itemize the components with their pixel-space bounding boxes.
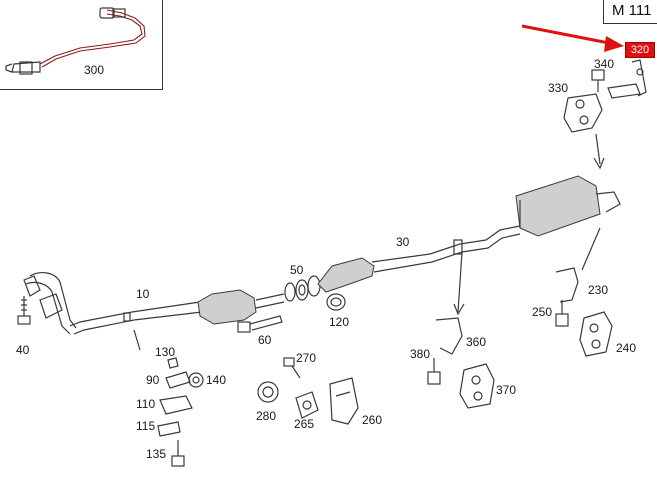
- label-265: 265: [294, 417, 314, 431]
- oxygen-sensor-300[interactable]: [5, 7, 146, 75]
- rubber-mount-370[interactable]: [459, 363, 495, 409]
- clip-115[interactable]: [157, 421, 181, 437]
- label-130: 130: [155, 345, 175, 359]
- clip-130[interactable]: [167, 357, 179, 369]
- label-10: 10: [136, 287, 150, 301]
- label-60: 60: [258, 333, 272, 347]
- label-135: 135: [146, 447, 166, 461]
- front-pipe-10[interactable]: [23, 272, 203, 335]
- bolt-270[interactable]: [283, 357, 301, 379]
- sensor-inset-frame: [0, 0, 163, 90]
- bracket-260[interactable]: [329, 377, 359, 425]
- label-250: 250: [532, 305, 552, 319]
- label-115: 115: [136, 419, 155, 433]
- rubber-mount-330[interactable]: [563, 93, 603, 133]
- label-50: 50: [290, 263, 304, 277]
- nut-120[interactable]: [326, 293, 346, 311]
- rubber-mount-240[interactable]: [579, 311, 613, 357]
- label-140: 140: [206, 373, 226, 387]
- label-280: 280: [256, 409, 276, 423]
- label-90: 90: [146, 373, 160, 387]
- bolt-250[interactable]: [555, 300, 569, 327]
- intermediate-pipe-30[interactable]: [371, 225, 521, 273]
- highlighted-part-320[interactable]: 320: [625, 42, 655, 58]
- label-40: 40: [16, 343, 30, 357]
- bracket-110[interactable]: [159, 395, 193, 415]
- catalytic-converter-front[interactable]: [197, 289, 285, 325]
- bolt-135[interactable]: [171, 440, 185, 467]
- catalytic-converter-rear[interactable]: [317, 257, 375, 293]
- bracket-320[interactable]: [607, 59, 647, 99]
- clamp-90[interactable]: [165, 371, 191, 389]
- rear-silencer[interactable]: [515, 175, 621, 237]
- label-270: 270: [296, 351, 316, 365]
- label-340: 340: [594, 57, 614, 71]
- leader-pipe-to-clamps: [133, 329, 141, 351]
- bracket-360[interactable]: [435, 251, 465, 355]
- label-300: 300: [84, 63, 104, 77]
- label-230: 230: [588, 283, 608, 297]
- label-370: 370: [496, 383, 516, 397]
- label-260: 260: [362, 413, 382, 427]
- bolt-40[interactable]: [17, 296, 31, 325]
- rubber-ring-280[interactable]: [257, 381, 279, 403]
- gasket-50[interactable]: [284, 275, 321, 302]
- label-380: 380: [410, 347, 430, 361]
- label-30: 30: [396, 235, 410, 249]
- highlight-arrow: [521, 24, 624, 52]
- bracket-230[interactable]: [555, 227, 601, 303]
- label-330: 330: [548, 81, 568, 95]
- label-360: 360: [466, 335, 486, 349]
- label-240: 240: [616, 341, 636, 355]
- nut-140[interactable]: [188, 372, 204, 388]
- arrow-down-to-silencer: [593, 133, 605, 170]
- bolt-340[interactable]: [591, 69, 605, 92]
- label-120: 120: [329, 315, 349, 329]
- rubber-mount-265[interactable]: [295, 391, 319, 419]
- bolt-60[interactable]: [237, 315, 283, 333]
- bolt-380[interactable]: [427, 358, 441, 385]
- label-110: 110: [136, 397, 155, 411]
- model-code-box: M 111: [603, 0, 657, 24]
